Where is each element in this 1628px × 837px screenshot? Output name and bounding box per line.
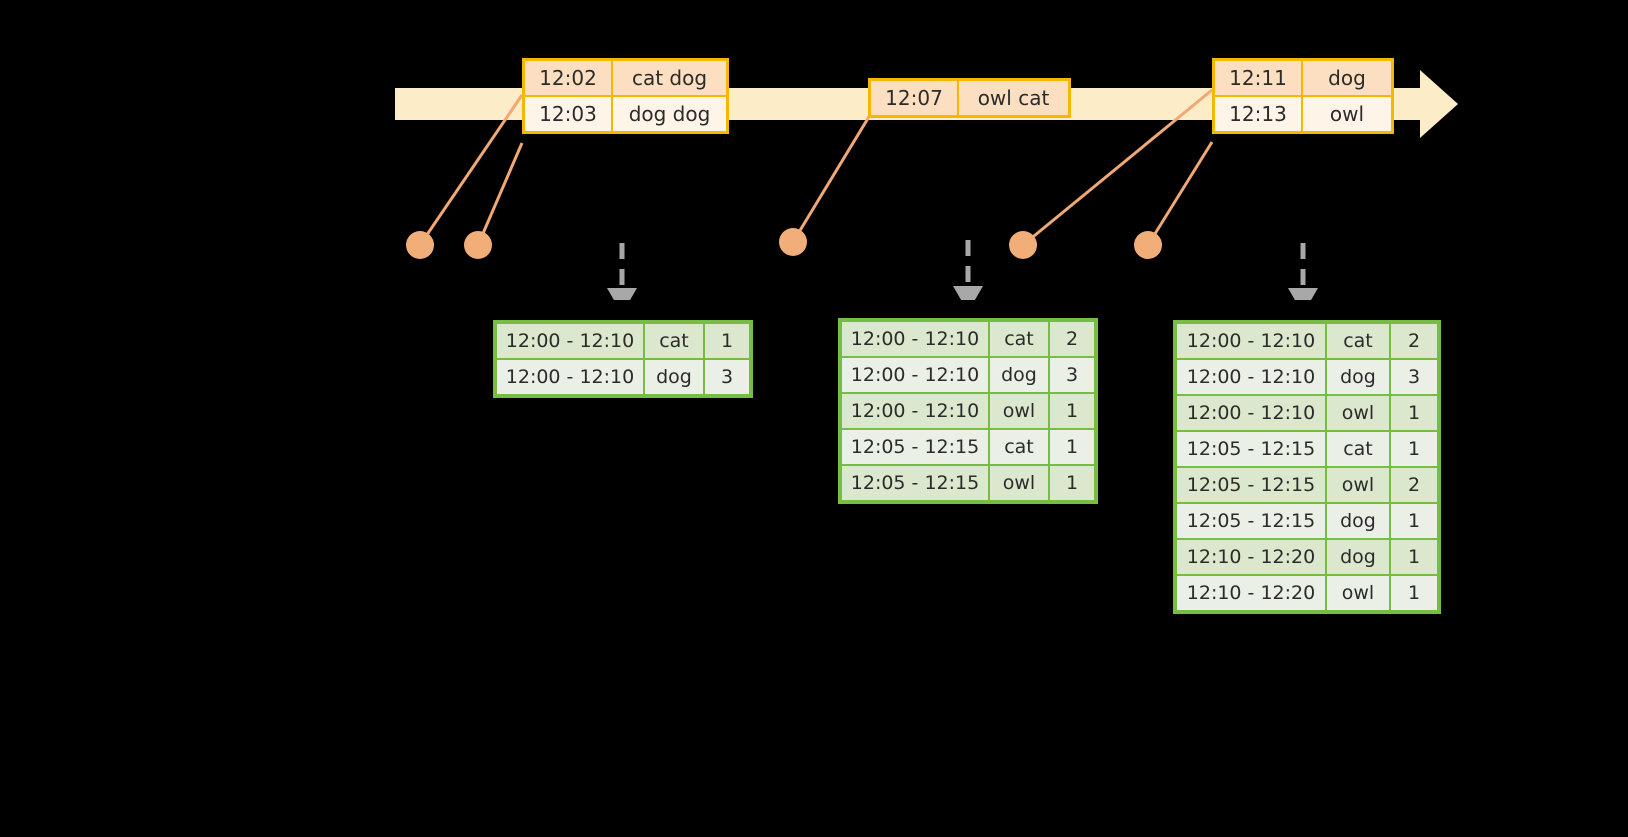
table-row[interactable]: 12:05 - 12:15 owl 2 [1177, 468, 1437, 502]
arrowhead-icon [1288, 288, 1318, 300]
event-time: 12:11 [1215, 61, 1303, 95]
event-words: cat dog [613, 61, 726, 95]
arrowhead-icon [607, 288, 637, 300]
table-row[interactable]: 12:00 - 12:10 dog 3 [842, 358, 1094, 392]
table-row[interactable]: 12:05 - 12:15 cat 1 [842, 430, 1094, 464]
event-dot [779, 228, 807, 256]
table-row[interactable]: 12:05 - 12:15 dog 1 [1177, 504, 1437, 538]
cell-word: owl [990, 466, 1048, 500]
cell-word: dog [645, 360, 703, 394]
cell-window: 12:00 - 12:10 [842, 322, 988, 356]
cell-word: owl [990, 394, 1048, 428]
cell-window: 12:00 - 12:10 [842, 394, 988, 428]
event-words: dog dog [613, 97, 726, 131]
event-row[interactable]: 12:02 cat dog [525, 61, 726, 95]
cell-word: owl [1327, 396, 1389, 430]
result-table-3[interactable]: 12:00 - 12:10 cat 2 12:00 - 12:10 dog 3 … [1173, 320, 1441, 614]
arrowhead-icon [953, 286, 983, 300]
cell-window: 12:05 - 12:15 [1177, 432, 1325, 466]
result-table-2[interactable]: 12:00 - 12:10 cat 2 12:00 - 12:10 dog 3 … [838, 318, 1098, 504]
table-row[interactable]: 12:00 - 12:10 dog 3 [497, 360, 749, 394]
table-row[interactable]: 12:00 - 12:10 dog 3 [1177, 360, 1437, 394]
cell-window: 12:05 - 12:15 [1177, 468, 1325, 502]
event-words: dog [1303, 61, 1391, 95]
cell-window: 12:00 - 12:10 [497, 360, 643, 394]
event-dot [1134, 231, 1162, 259]
cell-word: cat [1327, 432, 1389, 466]
event-dots [406, 228, 1162, 259]
cell-word: cat [990, 322, 1048, 356]
event-dot [1009, 231, 1037, 259]
cell-window: 12:00 - 12:10 [842, 358, 988, 392]
event-row[interactable]: 12:13 owl [1215, 95, 1391, 131]
cell-window: 12:10 - 12:20 [1177, 540, 1325, 574]
cell-count: 3 [1050, 358, 1094, 392]
event-time: 12:03 [525, 97, 613, 131]
cell-count: 2 [1391, 468, 1437, 502]
cell-count: 1 [1391, 576, 1437, 610]
cell-word: dog [1327, 360, 1389, 394]
cell-word: cat [645, 324, 703, 358]
cell-count: 1 [1391, 432, 1437, 466]
cell-count: 1 [1391, 504, 1437, 538]
event-time: 12:07 [871, 81, 959, 115]
table-row[interactable]: 12:00 - 12:10 cat 1 [497, 324, 749, 358]
cell-word: dog [1327, 504, 1389, 538]
cell-window: 12:05 - 12:15 [1177, 504, 1325, 538]
cell-count: 1 [705, 324, 749, 358]
event-group-3[interactable]: 12:11 dog 12:13 owl [1212, 58, 1394, 134]
cell-window: 12:00 - 12:10 [1177, 396, 1325, 430]
timeline-graphics [395, 70, 1458, 300]
table-row[interactable]: 12:05 - 12:15 owl 1 [842, 466, 1094, 500]
cell-count: 1 [1391, 396, 1437, 430]
cell-window: 12:00 - 12:10 [1177, 360, 1325, 394]
cell-count: 2 [1050, 322, 1094, 356]
table-row[interactable]: 12:00 - 12:10 cat 2 [842, 322, 1094, 356]
event-group-2[interactable]: 12:07 owl cat [868, 78, 1071, 118]
cell-word: cat [1327, 324, 1389, 358]
table-row[interactable]: 12:05 - 12:15 cat 1 [1177, 432, 1437, 466]
table-row[interactable]: 12:00 - 12:10 owl 1 [842, 394, 1094, 428]
cell-count: 1 [1050, 466, 1094, 500]
table-row[interactable]: 12:10 - 12:20 owl 1 [1177, 576, 1437, 610]
cell-window: 12:05 - 12:15 [842, 466, 988, 500]
cell-window: 12:00 - 12:10 [1177, 324, 1325, 358]
cell-count: 3 [705, 360, 749, 394]
cell-count: 2 [1391, 324, 1437, 358]
cell-word: dog [990, 358, 1048, 392]
event-time: 12:02 [525, 61, 613, 95]
result-table-1[interactable]: 12:00 - 12:10 cat 1 12:00 - 12:10 dog 3 [493, 320, 753, 398]
event-group-1[interactable]: 12:02 cat dog 12:03 dog dog [522, 58, 729, 134]
dashed-arrows [619, 240, 1306, 292]
event-time: 12:13 [1215, 97, 1303, 131]
cell-window: 12:10 - 12:20 [1177, 576, 1325, 610]
event-row[interactable]: 12:11 dog [1215, 61, 1391, 95]
cell-count: 1 [1050, 394, 1094, 428]
event-words: owl cat [959, 81, 1068, 115]
cell-count: 3 [1391, 360, 1437, 394]
cell-count: 1 [1050, 430, 1094, 464]
cell-word: owl [1327, 468, 1389, 502]
dashed-arrowheads [607, 286, 1318, 300]
table-row[interactable]: 12:00 - 12:10 cat 2 [1177, 324, 1437, 358]
table-row[interactable]: 12:00 - 12:10 owl 1 [1177, 396, 1437, 430]
event-words: owl [1303, 97, 1391, 131]
event-dot [406, 231, 434, 259]
event-row[interactable]: 12:07 owl cat [871, 81, 1068, 115]
table-row[interactable]: 12:10 - 12:20 dog 1 [1177, 540, 1437, 574]
event-row[interactable]: 12:03 dog dog [525, 95, 726, 131]
cell-window: 12:05 - 12:15 [842, 430, 988, 464]
cell-word: dog [1327, 540, 1389, 574]
cell-word: cat [990, 430, 1048, 464]
cell-window: 12:00 - 12:10 [497, 324, 643, 358]
cell-word: owl [1327, 576, 1389, 610]
cell-count: 1 [1391, 540, 1437, 574]
event-dot [464, 231, 492, 259]
